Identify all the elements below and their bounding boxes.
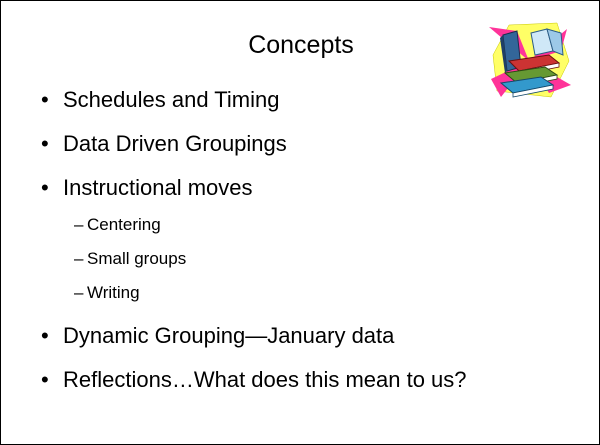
bullet-item: • Dynamic Grouping—January data — [41, 322, 394, 350]
bullet-text: Data Driven Groupings — [63, 131, 287, 156]
sub-bullet-item: –Writing — [74, 282, 140, 304]
sub-bullet-marker: – — [74, 215, 84, 234]
bullet-item: • Instructional moves — [41, 174, 253, 202]
bullet-item: • Data Driven Groupings — [41, 130, 287, 158]
bullet-marker: • — [41, 131, 49, 156]
sub-bullet-text: Centering — [87, 215, 161, 234]
bullet-item: • Schedules and Timing — [41, 86, 279, 114]
bullet-text: Schedules and Timing — [63, 87, 280, 112]
sub-bullet-text: Writing — [87, 283, 140, 302]
bullet-marker: • — [41, 323, 49, 348]
bullet-text: Dynamic Grouping—January data — [63, 323, 395, 348]
bullet-marker: • — [41, 175, 49, 200]
sub-bullet-marker: – — [74, 249, 84, 268]
bullet-text: Reflections…What does this mean to us? — [63, 367, 467, 392]
bullet-marker: • — [41, 367, 49, 392]
sub-bullet-marker: – — [74, 283, 84, 302]
sub-bullet-item: –Centering — [74, 214, 161, 236]
bullet-item: • Reflections…What does this mean to us? — [41, 366, 467, 394]
sub-bullet-text: Small groups — [87, 249, 187, 268]
slide-title: Concepts — [248, 31, 354, 59]
bullet-marker: • — [41, 87, 49, 112]
books-icon — [487, 21, 571, 99]
bullet-text: Instructional moves — [63, 175, 253, 200]
sub-bullet-item: –Small groups — [74, 248, 186, 270]
